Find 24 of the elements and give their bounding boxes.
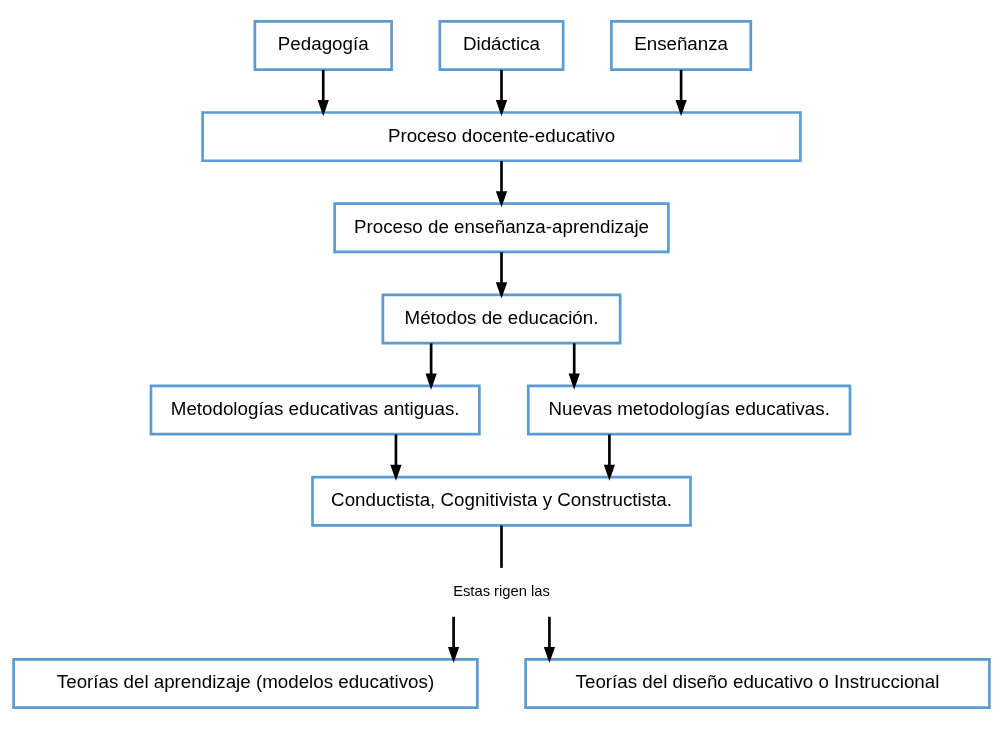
- arrow: [675, 69, 687, 117]
- arrow: [425, 343, 437, 390]
- node-box: Teorías del aprendizaje (modelos educativos): [12, 658, 479, 709]
- node-box: Conductista, Cognitivista y Constructista.: [311, 475, 692, 527]
- node-box: Proceso de enseñanza-aprendizaje: [333, 202, 670, 254]
- node-box: Nuevas metodologías educativas.: [526, 384, 852, 436]
- node-box: Métodos de educación.: [381, 293, 622, 345]
- arrow: [603, 434, 616, 481]
- node-box: Metodologías educativas antiguas.: [149, 384, 481, 436]
- connector: [500, 525, 503, 568]
- node-text: Estas rigen las: [453, 583, 550, 600]
- node-box: Teorías del diseño educativo o Instruccional: [524, 658, 991, 709]
- node-box: Proceso docente-educativo: [201, 111, 802, 163]
- arrow: [495, 69, 508, 117]
- arrow: [495, 252, 508, 299]
- node-box: Pedagogía: [253, 20, 393, 71]
- arrow: [495, 161, 508, 208]
- node-box: Enseñanza: [610, 20, 753, 71]
- arrow: [390, 434, 402, 481]
- arrow: [543, 616, 556, 664]
- arrow: [447, 616, 460, 664]
- arrow: [568, 343, 580, 390]
- arrow: [317, 69, 329, 117]
- node-box: Didáctica: [438, 20, 565, 71]
